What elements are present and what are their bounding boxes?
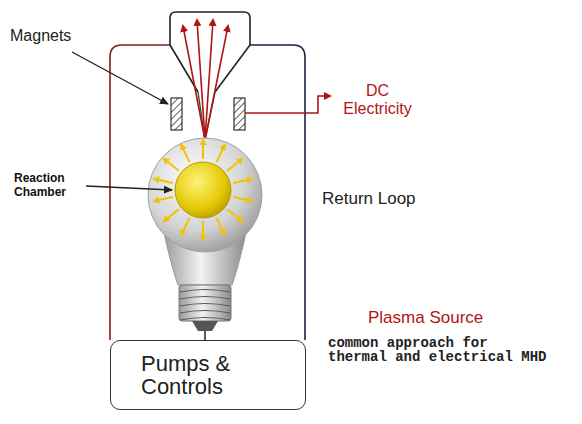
loop-label: Return Loop (322, 189, 462, 209)
thread-stroke (180, 304, 230, 307)
ray-arrow (164, 209, 179, 221)
screw-threads (180, 290, 230, 321)
ray-arrow (217, 145, 225, 162)
magnet-left (171, 98, 182, 130)
thread-stroke (180, 318, 230, 321)
plasma-jets (183, 20, 228, 140)
ray-arrow (227, 159, 242, 171)
ray-arrow (154, 197, 173, 201)
ray-arrow (233, 179, 252, 183)
ray-arrow (227, 209, 242, 221)
nozzle-outline (170, 12, 250, 92)
ray-arrow (217, 218, 225, 235)
bulb-glass (148, 138, 262, 252)
art-part (197, 20, 205, 140)
ray-arrow (202, 140, 204, 159)
thread-stroke (180, 290, 230, 293)
magnet-right (234, 98, 245, 130)
ray-arrow (164, 159, 179, 171)
box-text: Pumps & Controls (141, 352, 253, 398)
power-label: DC Electricity (330, 82, 425, 119)
reaction-chamber-core (175, 162, 231, 218)
ray-arrow (181, 218, 189, 235)
heading-label: Plasma Source (368, 308, 528, 328)
ray-arrow (154, 179, 173, 183)
bulb-base (179, 285, 231, 321)
ray-arrow (233, 197, 252, 201)
chamber-leader (86, 186, 172, 190)
note-label: common approach for thermal and electric… (328, 336, 550, 364)
dc-wire (245, 96, 330, 113)
part-label: Reaction Chamber (14, 172, 84, 200)
ray-arrow (181, 145, 189, 162)
control-box: Pumps & Controls (110, 340, 306, 410)
art-part (205, 26, 228, 140)
magnets-leader (72, 52, 168, 104)
ray-arrow (202, 221, 204, 240)
bulb-contact (192, 321, 218, 331)
thread-stroke (180, 297, 230, 300)
thread-stroke (180, 311, 230, 314)
part-label: Magnets (10, 27, 120, 45)
